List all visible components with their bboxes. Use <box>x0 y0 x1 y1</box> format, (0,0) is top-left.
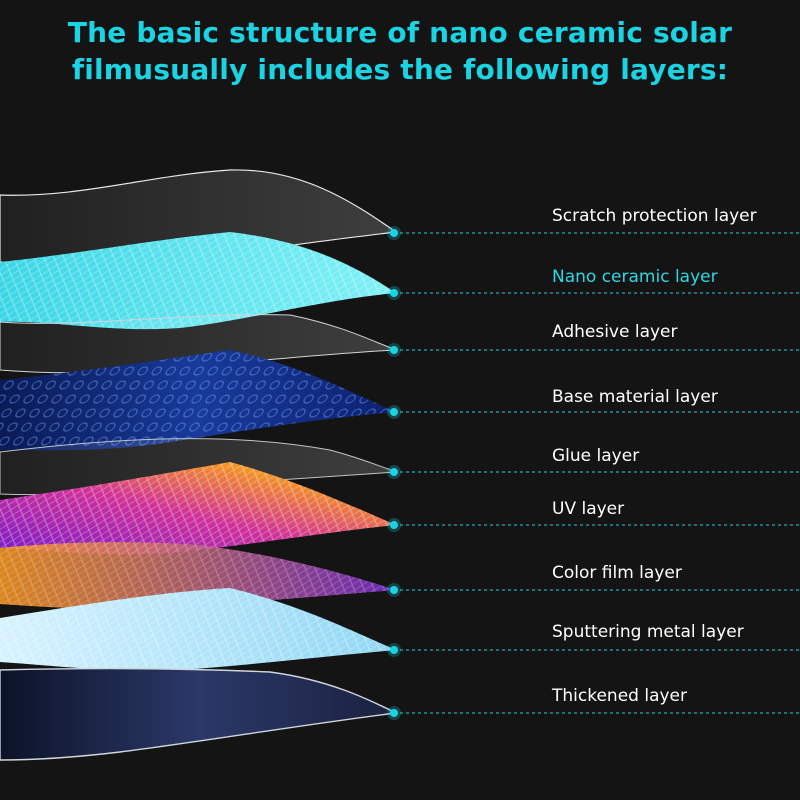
layer-label-sputtering-metal-layer: Sputtering metal layer <box>552 622 744 642</box>
leader-dot-scratch-protection-layer <box>390 229 398 237</box>
sheet-thickened <box>0 669 396 760</box>
layer-label-color-film-layer: Color film layer <box>552 563 682 583</box>
layer-label-adhesive-layer: Adhesive layer <box>552 322 678 342</box>
leader-dot-glue-layer <box>390 468 398 476</box>
leader-lines <box>387 226 800 720</box>
leader-dot-sputtering-metal-layer <box>390 646 398 654</box>
leader-dot-base-material-layer <box>390 408 398 416</box>
layer-label-base-material-layer: Base material layer <box>552 387 718 407</box>
layer-label-uv-layer: UV layer <box>552 499 624 519</box>
leader-dot-adhesive-layer <box>390 346 398 354</box>
layer-label-thickened-layer: Thickened layer <box>552 686 687 706</box>
leader-dot-thickened-layer <box>390 709 398 717</box>
layer-sheets <box>0 170 396 760</box>
leader-dot-color-film-layer <box>390 586 398 594</box>
layer-label-nano-ceramic-layer: Nano ceramic layer <box>552 267 718 287</box>
leader-dot-nano-ceramic-layer <box>390 289 398 297</box>
layer-label-glue-layer: Glue layer <box>552 446 639 466</box>
leader-dot-uv-layer <box>390 521 398 529</box>
layer-label-scratch-protection-layer: Scratch protection layer <box>552 206 757 226</box>
